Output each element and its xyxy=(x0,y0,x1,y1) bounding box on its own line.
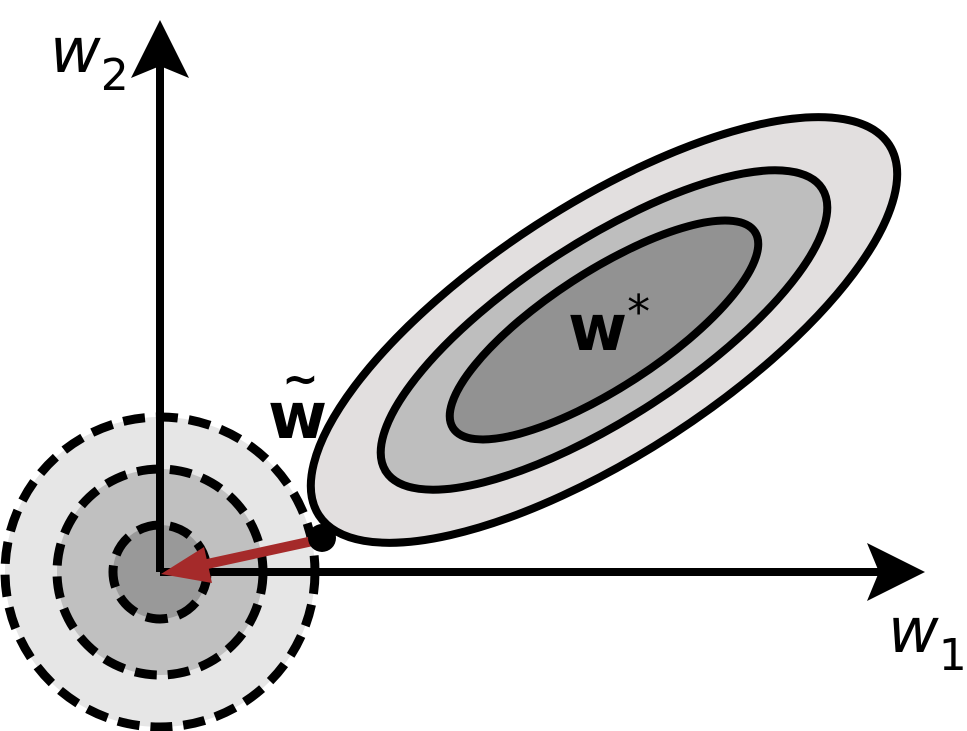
axes xyxy=(131,20,925,601)
optimum-label-base: w xyxy=(568,292,627,366)
y-axis-label-subscript: 2 xyxy=(101,50,129,101)
regularized-label-base: w xyxy=(268,380,327,454)
arrow-head xyxy=(161,547,212,583)
x-axis-arrowhead xyxy=(867,543,925,601)
objective-contours xyxy=(306,113,902,547)
objective-inner-ellipse xyxy=(445,216,763,444)
y-axis-label: w2 xyxy=(50,14,129,101)
regularized-label-accent: ~ xyxy=(282,354,319,405)
y-axis-arrowhead xyxy=(131,20,189,78)
shrinkage-arrow xyxy=(161,534,327,583)
x-axis-label-subscript: 1 xyxy=(939,630,967,681)
arrow-shaft xyxy=(193,534,327,571)
y-axis-label-base: w xyxy=(50,14,101,87)
optimum-label-superscript: * xyxy=(627,285,650,339)
x-axis-label-base: w xyxy=(888,594,939,667)
optimum-label: w* xyxy=(568,285,650,366)
x-axis-label: w1 xyxy=(888,594,967,681)
regularized-solution-point xyxy=(308,524,336,552)
regularized-label: ~ w xyxy=(268,354,327,454)
